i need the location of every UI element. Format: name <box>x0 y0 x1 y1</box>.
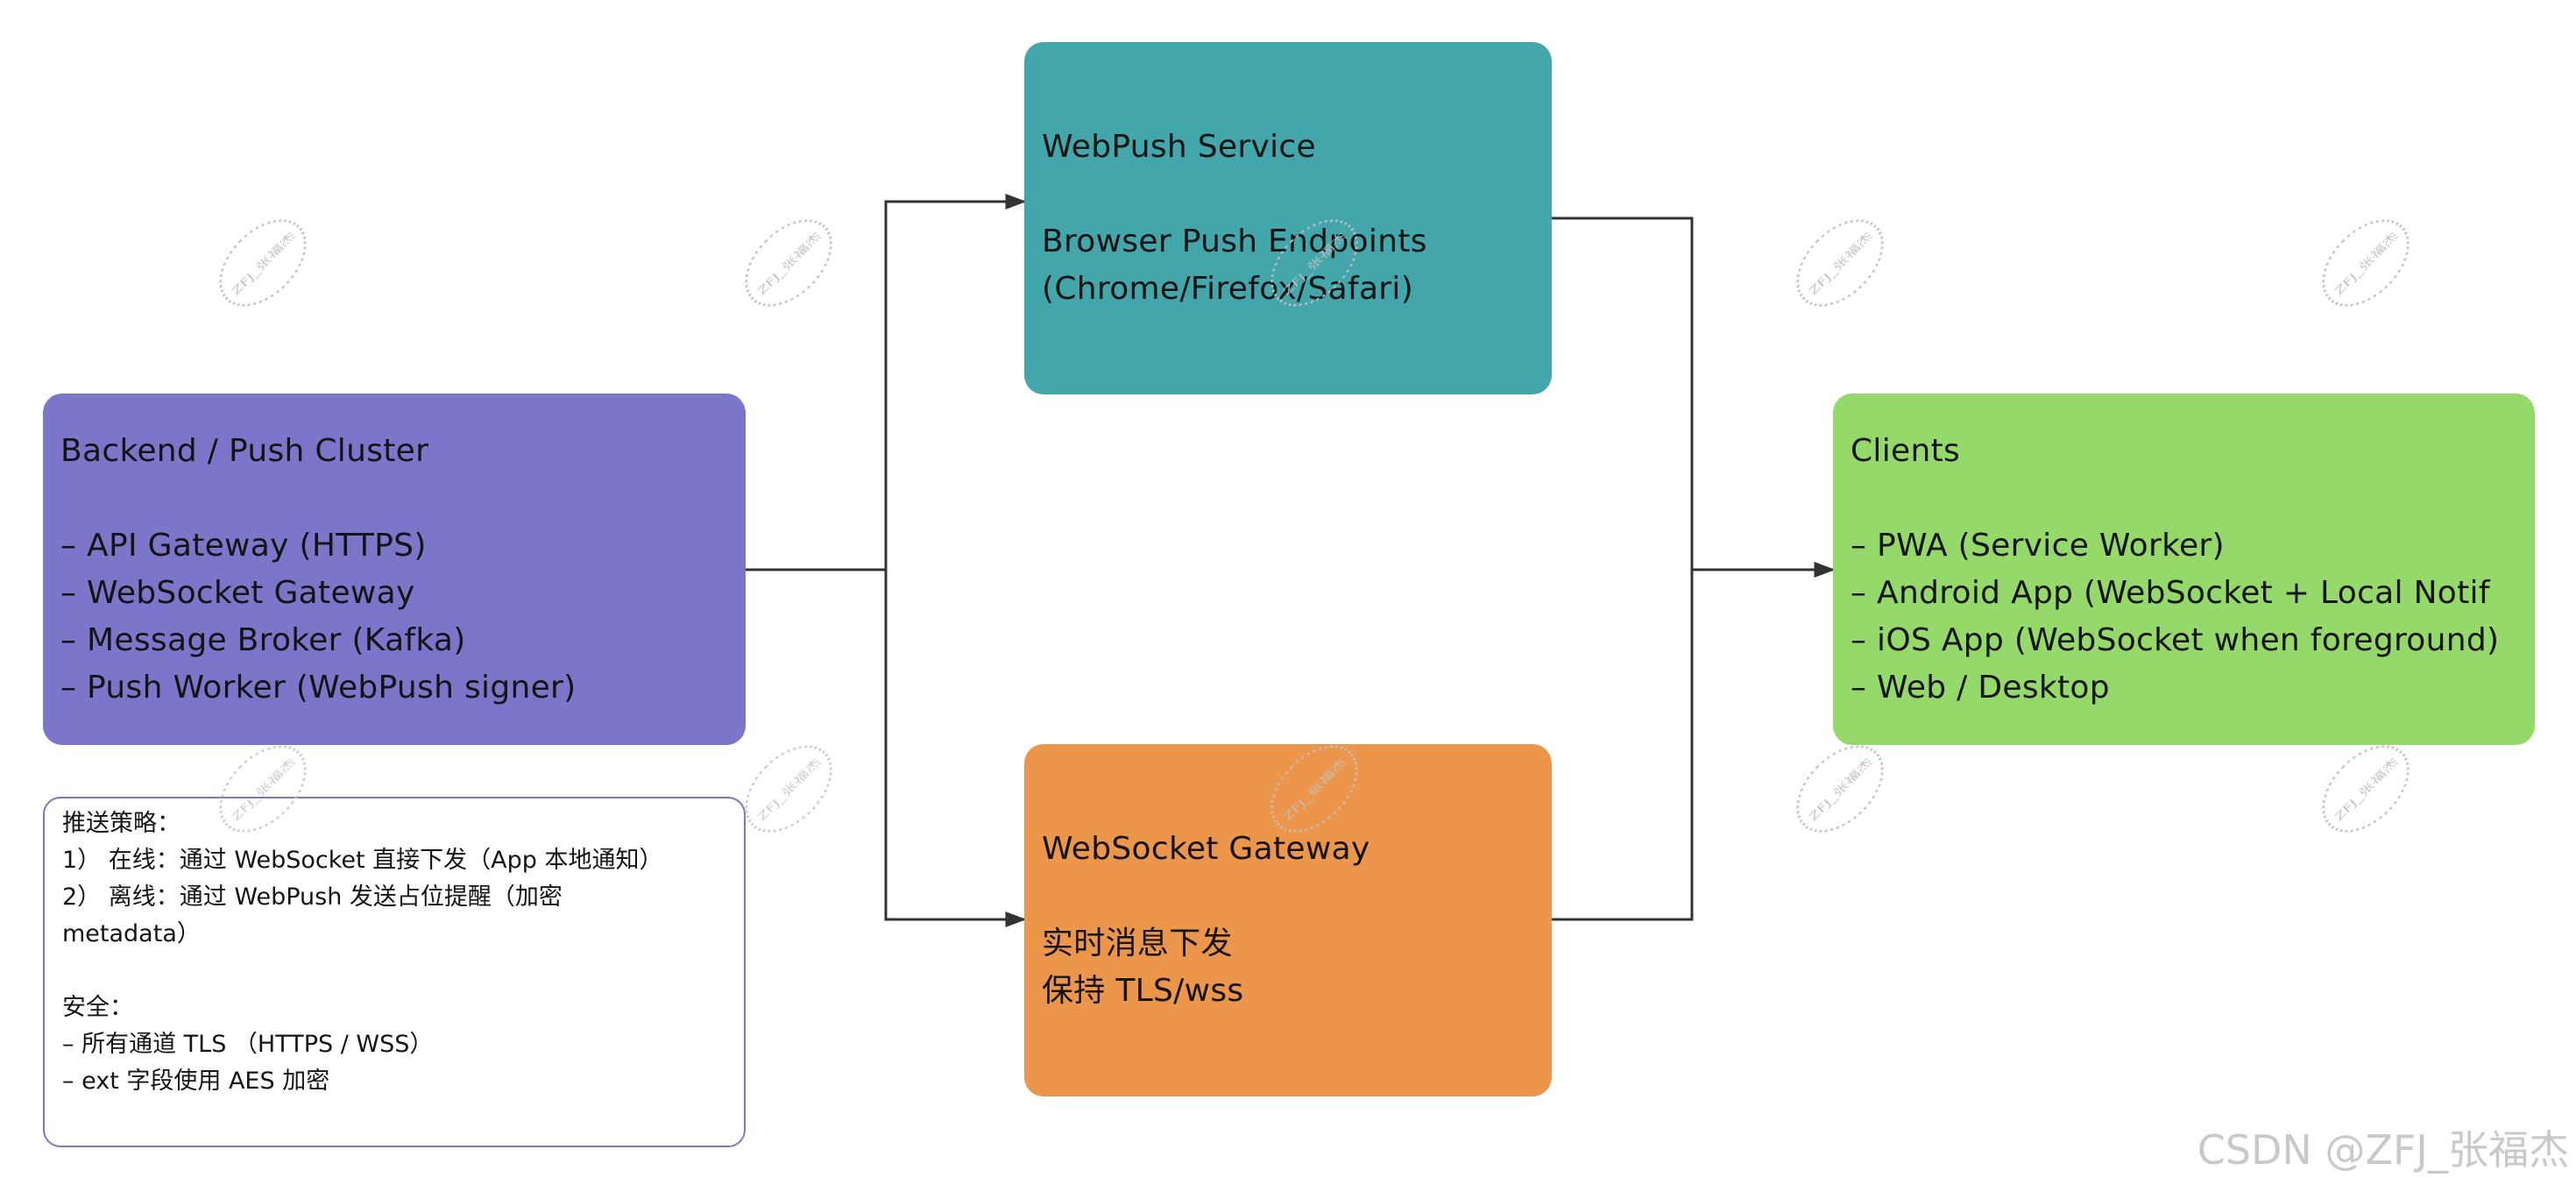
watermark-stamp-text: ZFJ_张福杰 <box>1806 229 1875 298</box>
note-heading-strategy: 推送策略： <box>62 810 180 837</box>
node-title: WebPush Service <box>1042 129 1316 165</box>
node-title: Clients <box>1851 432 1961 469</box>
watermark-stamp-text: ZFJ_张福杰 <box>754 755 824 824</box>
spacer <box>62 953 726 990</box>
node-item: – PWA (Service Worker) <box>1851 527 2225 564</box>
note-line: – 所有通道 TLS （HTTPS / WSS） <box>62 1031 434 1058</box>
watermark-stamp: ZFJ_张福杰 <box>2305 202 2426 323</box>
spacer <box>1042 171 1534 218</box>
watermark-stamp: ZFJ_张福杰 <box>2305 728 2426 849</box>
note-heading-security: 安全： <box>62 994 133 1021</box>
watermark-stamp-text: ZFJ_张福杰 <box>754 229 824 298</box>
note-push-strategy-security[interactable]: 推送策略： 1） 在线：通过 WebSocket 直接下发（App 本地通知） … <box>43 797 746 1147</box>
node-item: – API Gateway (HTTPS) <box>60 527 427 564</box>
watermark-stamp: ZFJ_张福杰 <box>1780 728 1900 849</box>
watermark-stamp-text: ZFJ_张福杰 <box>1806 755 1875 824</box>
node-websocket-gateway[interactable]: WebSocket Gateway 实时消息下发 保持 TLS/wss <box>1024 744 1552 1096</box>
spacer <box>60 475 728 522</box>
note-line: – ext 字段使用 AES 加密 <box>62 1068 330 1095</box>
node-line: (Chrome/Firefox/Safari) <box>1042 271 1414 307</box>
watermark-stamp-text: ZFJ_张福杰 <box>2332 755 2401 824</box>
watermark-stamp-text: ZFJ_张福杰 <box>229 229 298 298</box>
node-item: – Push Worker (WebPush signer) <box>60 669 577 706</box>
node-line: 保持 TLS/wss <box>1042 973 1244 1009</box>
footer-watermark: CSDN @ZFJ_张福杰 <box>2197 1126 2569 1174</box>
note-line: 2） 离线：通过 WebPush 发送占位提醒（加密 <box>62 883 563 911</box>
spacer <box>1042 873 1534 920</box>
node-title: WebSocket Gateway <box>1042 831 1370 867</box>
edge-webpush-to-clients <box>1552 216 1836 578</box>
spacer <box>1851 475 2517 522</box>
node-item: – iOS App (WebSocket when foreground) <box>1851 621 2500 658</box>
node-line: 实时消息下发 <box>1042 926 1233 961</box>
node-item: – Web / Desktop <box>1851 669 2110 706</box>
edge-websocket-gateway-to-clients <box>1552 562 1836 921</box>
edge-backend-to-websocket-gateway <box>746 568 1027 927</box>
node-webpush-service[interactable]: WebPush Service Browser Push Endpoints (… <box>1024 42 1552 394</box>
watermark-stamp: ZFJ_张福杰 <box>728 728 849 849</box>
watermark-stamp-text: ZFJ_张福杰 <box>2332 229 2401 298</box>
node-line: Browser Push Endpoints <box>1042 224 1427 259</box>
watermark-stamp: ZFJ_张福杰 <box>202 202 323 323</box>
node-item: – Android App (WebSocket + Local Notif <box>1851 574 2490 611</box>
note-line: 1） 在线：通过 WebSocket 直接下发（App 本地通知） <box>62 847 663 874</box>
watermark-stamp: ZFJ_张福杰 <box>1780 202 1900 323</box>
node-clients[interactable]: Clients – PWA (Service Worker) – Android… <box>1833 394 2535 745</box>
node-item: – WebSocket Gateway <box>60 574 415 611</box>
node-item: – Message Broker (Kafka) <box>60 621 466 658</box>
node-title: Backend / Push Cluster <box>60 432 429 469</box>
node-backend-push-cluster[interactable]: Backend / Push Cluster – API Gateway (HT… <box>43 394 746 745</box>
note-line: metadata） <box>62 920 201 947</box>
watermark-stamp: ZFJ_张福杰 <box>728 202 849 323</box>
